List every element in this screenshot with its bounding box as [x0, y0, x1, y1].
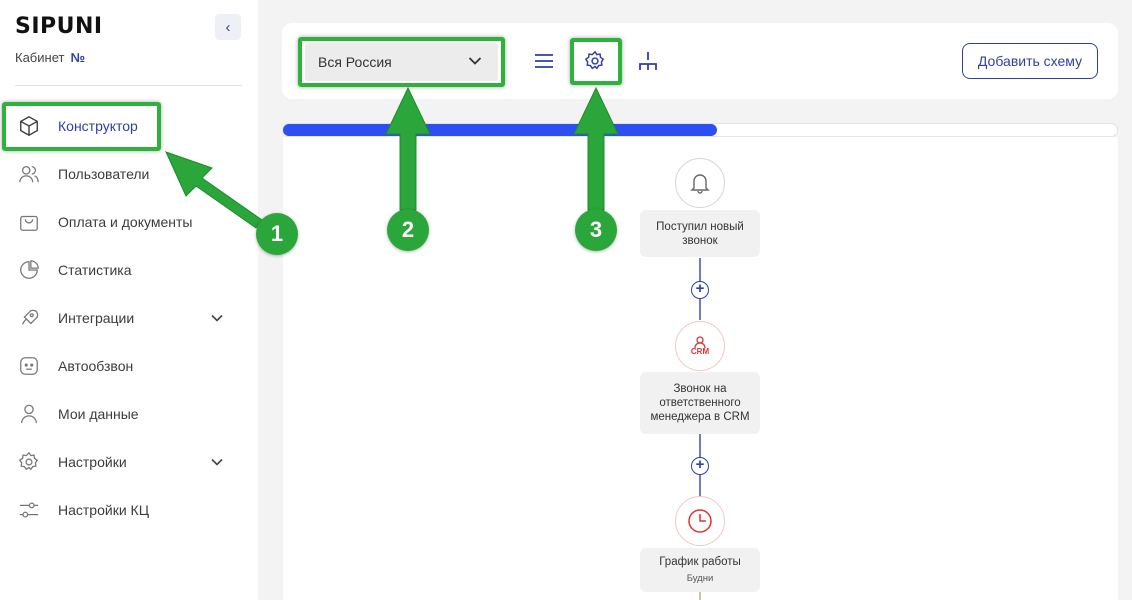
- sidebar-item-statistics[interactable]: Статистика: [0, 246, 258, 294]
- sidebar-item-label: Мои данные: [58, 406, 139, 422]
- add-step-button[interactable]: +: [691, 281, 709, 299]
- sidebar-item-label: Пользователи: [58, 166, 150, 182]
- annotation-badge-1: 1: [256, 213, 298, 255]
- sidebar-item-my-data[interactable]: Мои данные: [0, 390, 258, 438]
- flow-node-title: Звонок на ответственного менеджера в CRM: [650, 383, 750, 423]
- gear-icon: [584, 50, 605, 70]
- sidebar-item-label: Настройки КЦ: [58, 502, 150, 518]
- chevron-left-icon: ‹: [225, 18, 231, 36]
- menu-icon: [535, 54, 553, 68]
- gear-icon: [18, 451, 40, 473]
- flow-node-title: Поступил новый звонок: [656, 220, 744, 247]
- flow-connector: [699, 592, 701, 600]
- rocket-icon: [18, 307, 40, 329]
- progress-fill: [283, 124, 717, 136]
- sidebar-item-users[interactable]: Пользователи: [0, 150, 258, 198]
- sidebar-item-label: Настройки: [58, 454, 127, 470]
- robot-face-icon: [18, 355, 40, 377]
- settings-button[interactable]: [583, 49, 607, 73]
- crm-badge: CRM: [690, 347, 710, 356]
- sidebar-item-constructor[interactable]: Конструктор: [0, 102, 258, 150]
- flow-node-label[interactable]: Поступил новый звонок: [640, 210, 760, 257]
- users-icon: [18, 163, 40, 185]
- region-select-value: Вся Россия: [318, 54, 392, 70]
- logo: SIPUNI: [15, 14, 103, 39]
- progress-bar: [282, 123, 1118, 137]
- sliders-icon: [18, 499, 40, 521]
- sidebar-divider: [15, 85, 242, 86]
- cube-icon: [18, 115, 40, 137]
- flow-node-trigger[interactable]: [675, 158, 725, 208]
- flow-node-schedule[interactable]: [675, 496, 725, 546]
- user-icon: [18, 403, 40, 425]
- hierarchy-icon: [639, 52, 657, 70]
- chevron-down-icon[interactable]: [210, 455, 224, 469]
- sidebar-item-label: Автообзвон: [58, 358, 134, 374]
- flow-node-crm[interactable]: CRM: [675, 321, 725, 371]
- bell-icon: [690, 174, 710, 194]
- cabinet-number: №: [70, 50, 85, 65]
- add-step-button[interactable]: +: [691, 457, 709, 475]
- flow-node-label[interactable]: Звонок на ответственного менеджера в CRM: [640, 372, 760, 434]
- region-select[interactable]: Вся Россия: [305, 43, 498, 81]
- cabinet-label: Кабинет: [15, 50, 65, 65]
- pie-chart-icon: [18, 259, 40, 281]
- sidebar-item-integrations[interactable]: Интеграции: [0, 294, 258, 342]
- sidebar-item-label: Оплата и документы: [58, 214, 193, 230]
- sidebar-item-label: Конструктор: [58, 118, 138, 134]
- flow-node-subtitle: Будни: [686, 572, 714, 584]
- annotation-badge-3: 3: [575, 209, 617, 251]
- chevron-down-icon: [468, 57, 482, 65]
- sidebar-item-label: Интеграции: [58, 310, 135, 326]
- collapse-sidebar-button[interactable]: ‹: [215, 14, 241, 40]
- sidebar-item-payments[interactable]: Оплата и документы: [0, 198, 258, 246]
- tree-view-button[interactable]: [636, 49, 660, 73]
- annotation-badge-2: 2: [387, 209, 429, 251]
- crm-user-icon: [694, 336, 706, 348]
- chevron-down-icon[interactable]: [210, 311, 224, 325]
- flow-node-label[interactable]: График работы Будни: [640, 548, 760, 592]
- clock-icon: [688, 509, 712, 533]
- sidebar-menu: Конструктор Пользователи Оплата и докуме…: [0, 102, 258, 534]
- sidebar: SIPUNI ‹ Кабинет № Конструктор Пользовате…: [0, 0, 258, 600]
- cabinet-info: Кабинет №: [15, 50, 85, 65]
- sidebar-item-autodialer[interactable]: Автообзвон: [0, 342, 258, 390]
- shopping-bag-icon: [18, 211, 40, 233]
- list-view-button[interactable]: [532, 49, 556, 73]
- sidebar-item-cc-settings[interactable]: Настройки КЦ: [0, 486, 258, 534]
- sidebar-item-settings[interactable]: Настройки: [0, 438, 258, 486]
- flow-node-title: График работы: [659, 555, 741, 568]
- add-scheme-button[interactable]: Добавить схему: [962, 43, 1098, 79]
- sidebar-item-label: Статистика: [58, 262, 132, 278]
